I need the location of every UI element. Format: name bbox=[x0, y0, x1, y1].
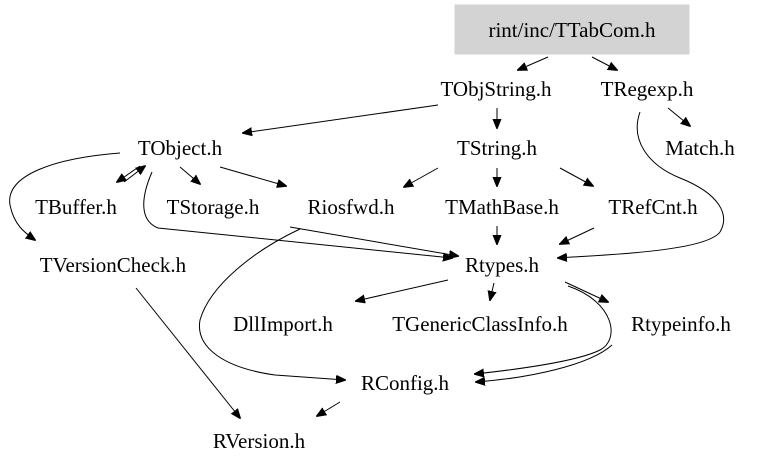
edge-tobject-to-rtypes bbox=[143, 171, 452, 258]
node-tregexp[interactable]: TRegexp.h bbox=[601, 77, 694, 101]
node-tversioncheck[interactable]: TVersionCheck.h bbox=[40, 253, 187, 277]
edge-rtypeinfo-to-rconfig bbox=[476, 344, 613, 382]
edge-riosfwd-to-rconfig bbox=[198, 228, 345, 380]
node-tbuffer[interactable]: TBuffer.h bbox=[35, 195, 117, 219]
node-layer: rint/inc/TTabCom.h TObjString.h TRegexp.… bbox=[35, 4, 735, 453]
node-rtypeinfo[interactable]: Rtypeinfo.h bbox=[631, 312, 731, 336]
edge-rtypes-to-tgenericclassinfo bbox=[490, 282, 494, 300]
edge-tobjstring-to-tobject bbox=[243, 104, 439, 133]
edge-tstring-to-trefcnt bbox=[559, 167, 593, 186]
node-tgenericclassinfo[interactable]: TGenericClassInfo.h bbox=[392, 312, 568, 336]
node-tobject[interactable]: TObject.h bbox=[138, 136, 223, 160]
edge-tobject-to-tversioncheck bbox=[9, 152, 121, 240]
edge-rtypes-to-rtypeinfo bbox=[564, 281, 608, 302]
node-riosfwd[interactable]: Riosfwd.h bbox=[308, 195, 395, 219]
node-match[interactable]: Match.h bbox=[665, 136, 735, 160]
edge-rconfig-to-rversion bbox=[317, 401, 341, 416]
node-rversion[interactable]: RVersion.h bbox=[213, 429, 306, 453]
edge-tobject-to-tbuffer bbox=[117, 165, 141, 182]
node-ttabcom[interactable]: rint/inc/TTabCom.h bbox=[488, 18, 656, 42]
edge-trefcnt-to-rtypes bbox=[560, 227, 595, 244]
node-tmathbase[interactable]: TMathBase.h bbox=[445, 195, 559, 219]
edge-tobject-to-riosfwd bbox=[219, 166, 286, 186]
edge-tobject-to-tstorage bbox=[179, 166, 200, 184]
edge-tbuffer-to-tobject bbox=[123, 166, 145, 183]
edge-tregexp-to-match bbox=[667, 107, 690, 126]
edge-rtypes-to-dllimport bbox=[356, 279, 449, 301]
edge-tregexp-to-rtypes bbox=[558, 111, 725, 258]
edge-riosfwd-to-rtypes bbox=[289, 226, 458, 256]
node-tobjstring[interactable]: TObjString.h bbox=[440, 77, 552, 101]
edge-rtypes-to-rconfig bbox=[475, 285, 612, 374]
edge-tstring-to-riosfwd bbox=[404, 167, 439, 187]
edge-ttabcom-to-tregexp bbox=[591, 56, 617, 70]
node-tstorage[interactable]: TStorage.h bbox=[167, 195, 260, 219]
node-rtypes[interactable]: Rtypes.h bbox=[465, 253, 540, 277]
root-node-box bbox=[454, 4, 690, 55]
node-tstring[interactable]: TString.h bbox=[457, 136, 537, 160]
edge-tversioncheck-to-rversion bbox=[135, 287, 240, 418]
node-rconfig[interactable]: RConfig.h bbox=[361, 371, 450, 395]
node-trefcnt[interactable]: TRefCnt.h bbox=[608, 195, 698, 219]
node-dllimport[interactable]: DllImport.h bbox=[233, 312, 333, 336]
edge-layer bbox=[9, 56, 725, 418]
edge-ttabcom-to-tobjstring bbox=[518, 56, 549, 70]
